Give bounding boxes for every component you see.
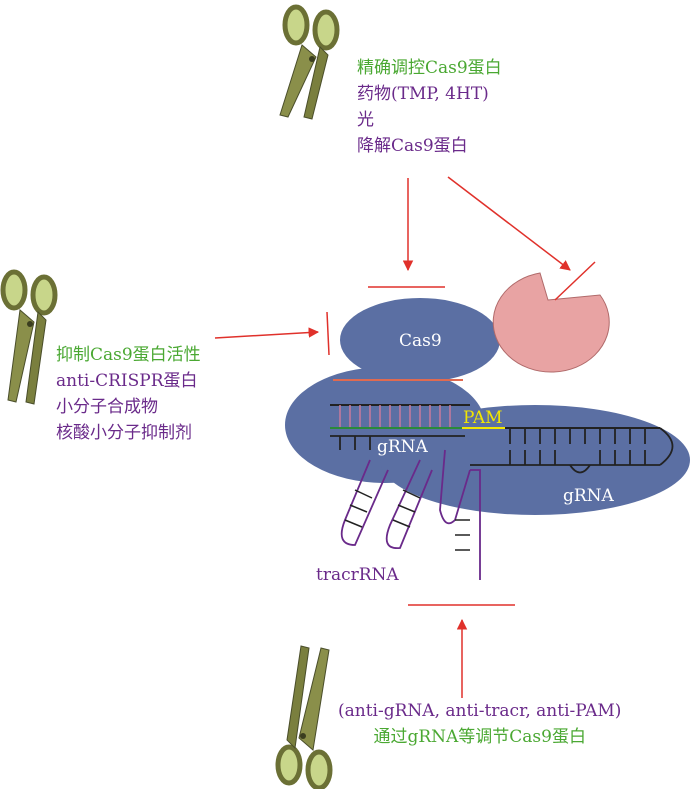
scissors-icon xyxy=(0,269,58,405)
grna-label-right: gRNA xyxy=(563,486,614,506)
left-group-title: 抑制Cas9蛋白活性 xyxy=(56,345,201,365)
bottom-group: (anti-gRNA, anti-tracr, anti-PAM) 通过gRNA… xyxy=(338,698,621,750)
scissors-icon xyxy=(275,645,333,789)
dna-target xyxy=(330,379,660,429)
left-group-item: 小分子合成物 xyxy=(56,397,158,417)
top-group-item: 光 xyxy=(357,110,374,130)
cas9-top-lobe xyxy=(340,298,500,382)
top-group-item: 药物(TMP, 4HT) xyxy=(357,84,489,104)
left-group-item: 核酸小分子抑制剂 xyxy=(56,423,192,443)
grna-label-left: gRNA xyxy=(377,437,428,457)
left-group-item: anti-CRISPR蛋白 xyxy=(56,371,198,391)
top-group-item: 降解Cas9蛋白 xyxy=(357,136,468,156)
tracrrna-label: tracrRNA xyxy=(316,565,399,585)
scissors-icon xyxy=(279,4,340,120)
bottom-group-line1: (anti-gRNA, anti-tracr, anti-PAM) xyxy=(338,701,622,721)
left-group: 抑制Cas9蛋白活性 anti-CRISPR蛋白 小分子合成物 核酸小分子抑制剂 xyxy=(56,342,201,446)
pam-label: PAM xyxy=(463,408,503,428)
grna-backbone xyxy=(330,427,674,474)
inhibition-arrows xyxy=(214,176,596,698)
top-group: 精确调控Cas9蛋白 药物(TMP, 4HT) 光 降解Cas9蛋白 xyxy=(357,55,502,159)
degradation-pacman xyxy=(492,272,610,373)
top-group-title: 精确调控Cas9蛋白 xyxy=(357,58,502,78)
cas9-label: Cas9 xyxy=(399,331,442,351)
tracrrna-ticks xyxy=(344,489,470,551)
cas9-right-lobe xyxy=(380,405,690,515)
bottom-group-line2: 通过gRNA等调节Cas9蛋白 xyxy=(373,727,586,747)
